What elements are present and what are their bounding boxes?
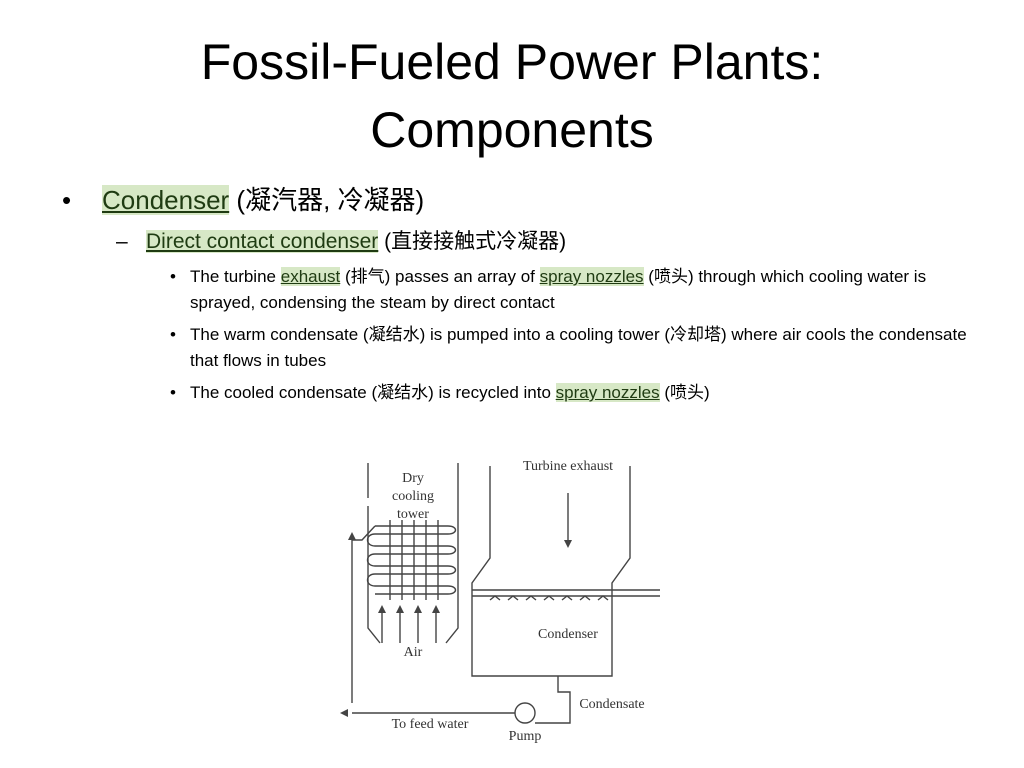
sub-bullet-3-text-b: (喷头)	[659, 383, 710, 402]
sub-bullet-1-text-c: (喷头) through which cooling water is spra…	[190, 267, 927, 312]
spray-nozzle-marks	[489, 595, 609, 601]
bullet-dot-icon: •	[170, 325, 176, 344]
sub-bullet-1-text-a: The turbine	[190, 267, 281, 286]
label-feed-water: To feed water	[392, 717, 469, 732]
condenser-chinese: (凝汽器, 冷凝器)	[229, 185, 425, 215]
riser-pipe	[351, 525, 376, 703]
bullet-dot-icon: •	[62, 185, 72, 215]
bullet-dot-icon: •	[170, 383, 176, 402]
cooling-tower-left-wall	[367, 463, 381, 644]
air-arrows	[381, 613, 437, 643]
sub-bullet-2-text: The warm condensate (凝结水) is pumped into…	[190, 325, 967, 370]
pump-icon	[514, 702, 536, 724]
term-condenser: Condenser	[102, 185, 230, 215]
label-dry: Dry	[402, 471, 424, 486]
bullet-condenser: • Condenser (凝汽器, 冷凝器)	[58, 182, 978, 218]
label-cooling: cooling	[392, 489, 434, 504]
label-condensate: Condensate	[579, 697, 644, 712]
condensate-outlet-pipe	[535, 676, 571, 724]
sub-bullet-1: • The turbine exhaust (排气) passes an arr…	[170, 264, 970, 316]
sub-bullet-2: • The warm condensate (凝结水) is pumped in…	[170, 322, 970, 374]
term-exhaust: exhaust	[280, 267, 341, 286]
sub-bullet-3: • The cooled condensate (凝结水) is recycle…	[170, 380, 970, 406]
direct-contact-chinese: (直接接触式冷凝器)	[378, 230, 567, 253]
bullet-dot-icon: •	[170, 267, 176, 286]
term-spray-nozzles: spray nozzles	[539, 267, 644, 286]
slide-title: Fossil-Fueled Power Plants: Components	[0, 28, 1024, 164]
condenser-vessel	[471, 466, 631, 677]
term-spray-nozzles-2: spray nozzles	[555, 383, 660, 402]
dash-icon: –	[116, 230, 128, 253]
label-turbine-exhaust: Turbine exhaust	[523, 459, 613, 474]
title-line-1: Fossil-Fueled Power Plants:	[200, 34, 824, 90]
bullet-list: • Condenser (凝汽器, 冷凝器) – Direct contact …	[58, 182, 978, 406]
sub-bullet-3-text-a: The cooled condensate (凝结水) is recycled …	[190, 383, 556, 402]
condenser-diagram: Dry cooling tower Air Turbine exhaust Co…	[340, 459, 660, 744]
cooling-coils	[366, 520, 457, 600]
label-condenser: Condenser	[538, 627, 598, 642]
label-air: Air	[404, 645, 423, 660]
bullet-direct-contact: – Direct contact condenser (直接接触式冷凝器)	[116, 226, 978, 258]
label-tower: tower	[397, 507, 429, 522]
cooling-tower-right-wall	[445, 463, 459, 644]
label-pump: Pump	[509, 729, 542, 744]
title-line-2: Components	[370, 102, 654, 158]
term-direct-contact: Direct contact condenser	[146, 230, 379, 253]
sub-bullet-1-text-b: (排气) passes an array of	[340, 267, 540, 286]
